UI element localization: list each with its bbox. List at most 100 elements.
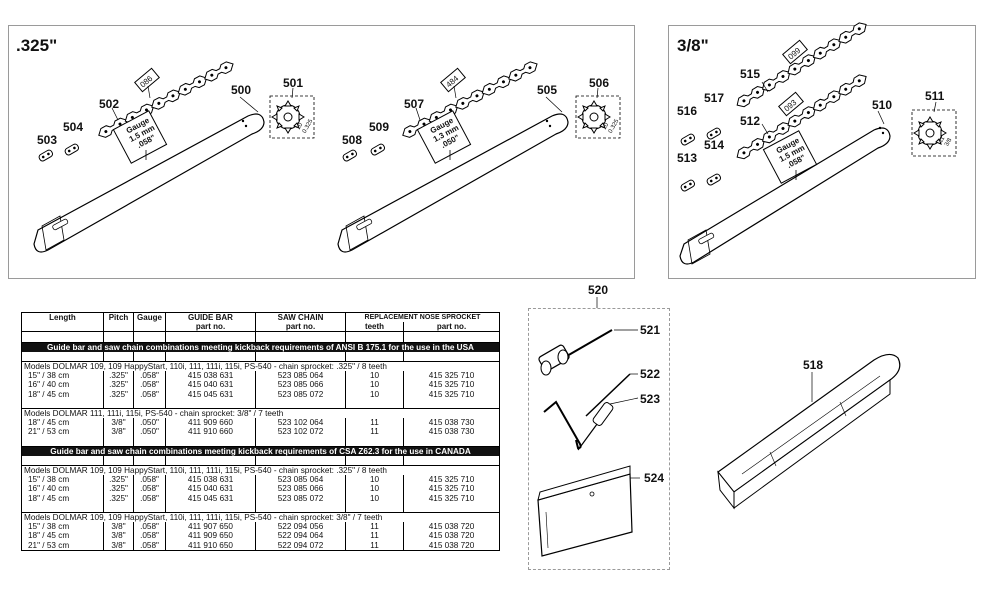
spacer-cell [133, 436, 166, 447]
banner-canada-text: Guide bar and saw chain combinations mee… [21, 446, 500, 456]
chain-guard-518 [717, 353, 901, 510]
spacer-cell [21, 436, 104, 447]
spacer-cell [21, 398, 104, 409]
spacer-cell [255, 351, 346, 362]
spacer-cell [255, 331, 346, 343]
guide-bar-505 [337, 113, 569, 253]
table-cell: 21" / 53 cm [21, 427, 104, 437]
table-cell: 523 102 064 [255, 418, 346, 428]
spacer-cell [103, 502, 134, 513]
sub-bar-part-no: part no. [165, 322, 256, 333]
banner-canada: Guide bar and saw chain combinations mee… [21, 446, 500, 456]
spacer-cell [403, 351, 500, 362]
panel-325-title: .325" [16, 36, 58, 55]
table-cell: .050" [133, 427, 166, 437]
spacer-cell [403, 331, 500, 343]
table-subheader-row: part no. part no. teeth part no. [21, 322, 500, 333]
table-cell: .050" [133, 418, 166, 428]
callout-518: 518 [803, 358, 824, 372]
callout-500: 500 [231, 83, 252, 97]
col-pitch: Pitch [103, 312, 134, 323]
hex-key [543, 400, 582, 450]
callout-522: 522 [640, 367, 661, 381]
table-cell: .325" [103, 484, 134, 494]
table-cell: 415 325 710 [403, 371, 500, 381]
table-cell: 523 085 066 [255, 380, 346, 390]
table-cell: 415 038 730 [403, 427, 500, 437]
model-group-heading: Models DOLMAR 109, 109 HappyStart, 110i,… [21, 465, 500, 476]
bar-cover-524 [537, 465, 633, 557]
spacer-cell [403, 436, 500, 447]
table-spacer-row [21, 436, 500, 447]
sub-sprocket-part-no: part no. [403, 322, 500, 333]
model-group-text: Models DOLMAR 111, 111i, 115i, PS-540 - … [21, 407, 500, 419]
callout-523: 523 [640, 392, 661, 406]
table-cell: 11 [345, 540, 404, 551]
table-cell: .058" [133, 540, 166, 551]
spacer-cell [345, 398, 404, 409]
callout-521: 521 [640, 323, 661, 337]
table-cell: 15" / 38 cm [21, 371, 104, 381]
combination-wrench-521 [538, 329, 613, 376]
spacer-cell [345, 351, 404, 362]
spacer-cell [133, 351, 166, 362]
spacer-cell [345, 502, 404, 513]
spacer-cell [103, 436, 134, 447]
spacer-cell [103, 455, 134, 466]
callout-513: 513 [677, 151, 698, 165]
spacer-cell [403, 398, 500, 409]
table-cell: 16" / 40 cm [21, 484, 104, 494]
table-cell: 10 [345, 493, 404, 503]
spacer-cell [165, 455, 256, 466]
table-cell: 523 085 072 [255, 389, 346, 399]
spacer-cell [255, 502, 346, 513]
col-replacement-sprocket: REPLACEMENT NOSE SPROCKET [345, 312, 500, 323]
table-cell: .325" [103, 475, 134, 485]
table-cell: 415 325 710 [403, 484, 500, 494]
table-cell: 10 [345, 475, 404, 485]
table-cell: 411 909 660 [165, 418, 256, 428]
table-cell: 411 910 650 [165, 540, 256, 551]
callout-510: 510 [872, 98, 893, 112]
callout-503: 503 [37, 133, 58, 147]
table-cell: .058" [133, 380, 166, 390]
spacer-cell [403, 502, 500, 513]
table-cell: 415 325 710 [403, 380, 500, 390]
table-cell: 15" / 38 cm [21, 522, 104, 532]
model-group-heading: Models DOLMAR 109, 109 HappyStart, 110i,… [21, 511, 500, 523]
table-cell: 18" / 45 cm [21, 389, 104, 399]
saw-chain-515 [734, 19, 870, 110]
table-cell: .058" [133, 531, 166, 541]
spacer-cell [133, 502, 166, 513]
col-saw-chain: SAW CHAIN [255, 312, 346, 323]
table-header-row: Length Pitch Gauge GUIDE BAR SAW CHAIN R… [21, 312, 500, 323]
table-cell: .325" [103, 371, 134, 381]
table-cell: 18" / 45 cm [21, 531, 104, 541]
file-rod-522 [585, 373, 631, 417]
spacer-cell [255, 455, 346, 466]
table-cell: 10 [345, 389, 404, 399]
table-spacer-row [21, 502, 500, 513]
table-cell: 3/8" [103, 540, 134, 551]
table-cell: 21" / 53 cm [21, 540, 104, 551]
sub-empty-2 [103, 322, 134, 333]
spacer-cell [345, 455, 404, 466]
table-cell: 415 038 730 [403, 418, 500, 428]
spacer-cell [21, 351, 104, 362]
table-cell: .325" [103, 389, 134, 399]
callout-506: 506 [589, 76, 610, 90]
table-cell: 415 040 631 [165, 484, 256, 494]
table-cell: .058" [133, 371, 166, 381]
table-cell: 11 [345, 427, 404, 437]
callout-502: 502 [99, 97, 120, 111]
table-cell: 411 909 650 [165, 531, 256, 541]
spacer-cell [165, 436, 256, 447]
sub-chain-part-no: part no. [255, 322, 346, 333]
table-cell: 11 [345, 531, 404, 541]
